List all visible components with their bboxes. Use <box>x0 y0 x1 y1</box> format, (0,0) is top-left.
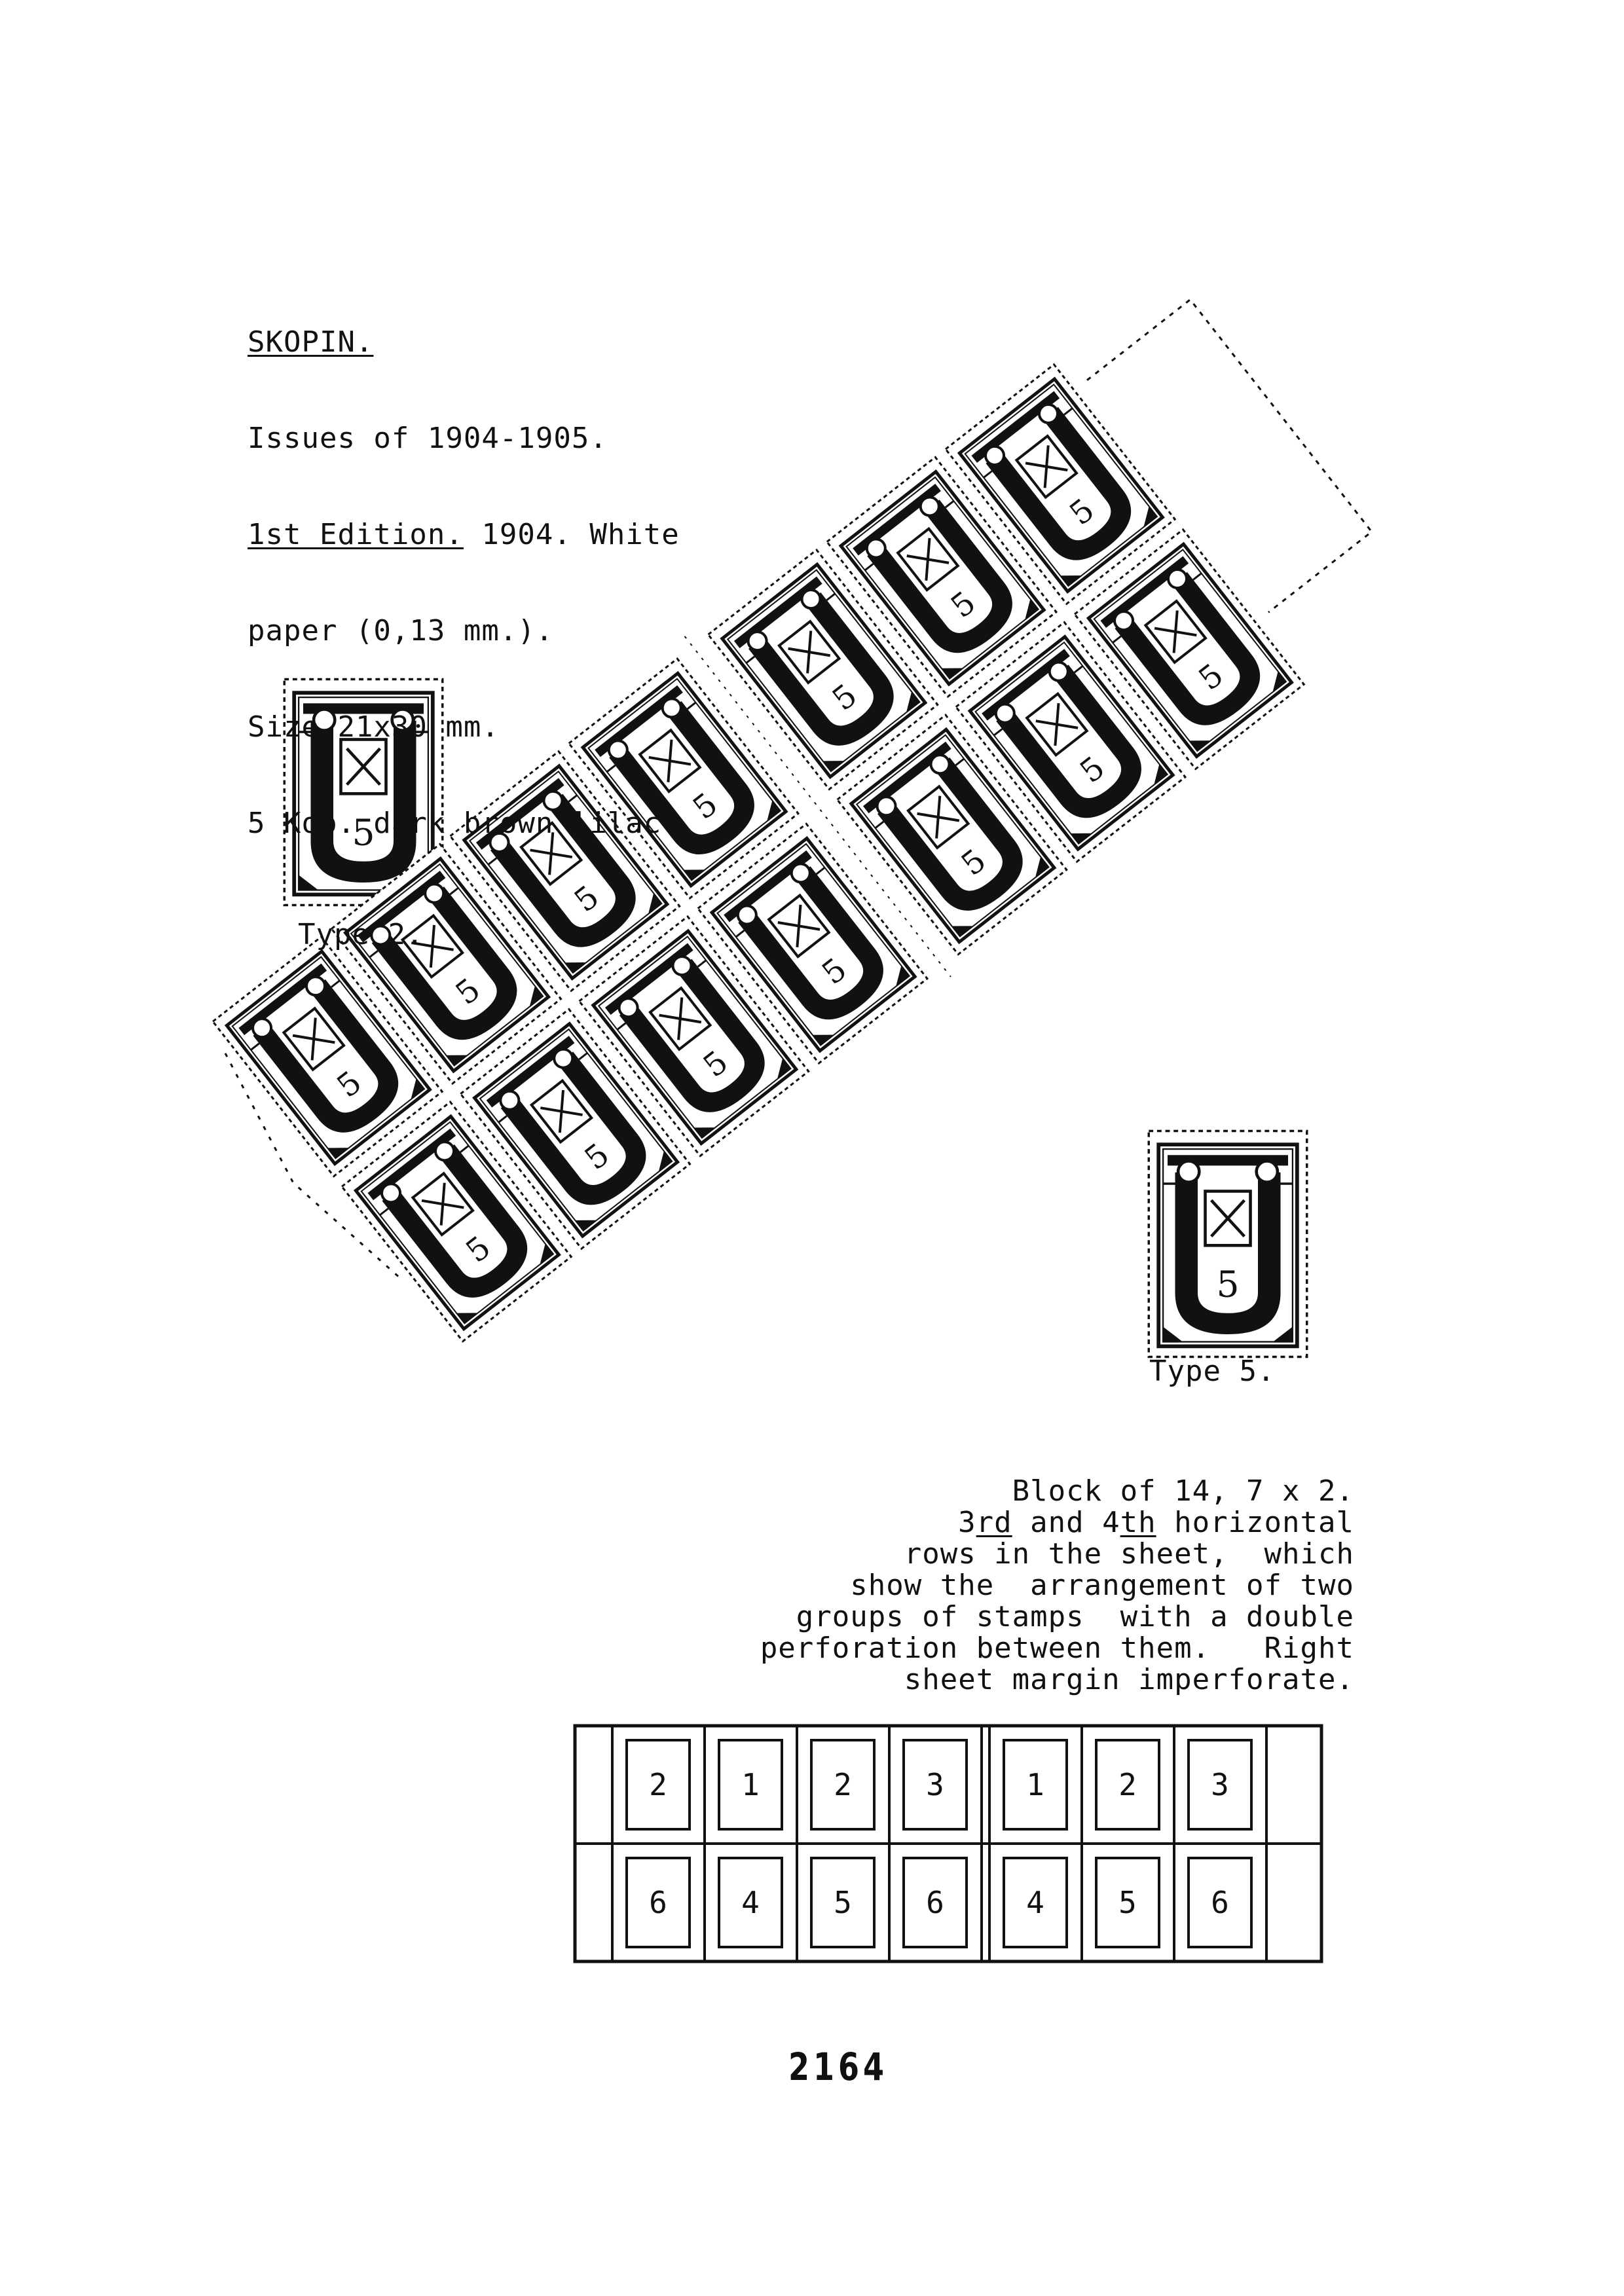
grid-cell-number: 3 <box>926 1767 944 1802</box>
grid-cell-number: 3 <box>1211 1767 1229 1802</box>
grid-cell-box <box>1187 1739 1253 1831</box>
type-2-label: Type 2. <box>298 918 424 951</box>
heading-paper: paper (0,13 mm.). <box>248 614 554 647</box>
heading-edition-line: 1st Edition. 1904. White <box>248 519 680 551</box>
grid-cell-number: 2 <box>834 1767 852 1802</box>
block-margin-outline <box>224 298 1373 1281</box>
heading-edition-label: 1st Edition. <box>248 518 464 551</box>
grid-cell-number: 6 <box>1211 1885 1229 1920</box>
type-5-label: Type 5. <box>1149 1355 1276 1388</box>
grid-cell-box <box>1003 1857 1068 1948</box>
grid-cell-box <box>1003 1739 1068 1831</box>
grid-cell-box <box>1095 1857 1160 1948</box>
heading-edition-rest: 1904. White <box>463 518 680 551</box>
grid-cell-number: 4 <box>1026 1885 1044 1920</box>
description-line-1: Block of 14, 7 x 2. <box>1012 1474 1354 1508</box>
stamp-block-of-14 <box>176 298 1373 1374</box>
grid-cell-number: 5 <box>1118 1885 1137 1920</box>
description-line-2: 3rd and 4th horizontal <box>958 1506 1354 1539</box>
grid-cell-number: 2 <box>1118 1767 1137 1802</box>
arrangement-grid: 2 1 2 3 1 2 3 6 4 5 6 4 5 6 <box>573 1724 1323 1963</box>
grid-cell-box <box>625 1857 691 1948</box>
description-line-3: rows in the sheet, which <box>904 1537 1354 1571</box>
grid-cell-number: 5 <box>834 1885 852 1920</box>
grid-cell-number: 2 <box>649 1767 667 1802</box>
description-block: Block of 14, 7 x 2. 3rd and 4th horizont… <box>589 1474 1354 1696</box>
double-perforation-gap <box>684 636 951 977</box>
grid-cell-box <box>1095 1739 1160 1831</box>
grid-cell-box <box>1187 1857 1253 1948</box>
description-line-6: perforation between them. Right <box>760 1631 1354 1665</box>
heading-block: SKOPIN. Issues of 1904-1905. 1st Edition… <box>248 262 680 871</box>
grid-cell-box <box>718 1739 783 1831</box>
heading-size: Size 21x30 mm. <box>248 710 500 744</box>
page-number: 2164 <box>788 2045 889 2089</box>
grid-cell-box <box>718 1857 783 1948</box>
grid-cell-number: 6 <box>649 1885 667 1920</box>
grid-cell-box <box>625 1739 691 1831</box>
heading-issues: Issues of 1904-1905. <box>248 422 608 455</box>
stamp-type-5 <box>1149 1131 1307 1357</box>
description-line-7: sheet margin imperforate. <box>904 1663 1354 1696</box>
grid-cell-number: 4 <box>741 1885 760 1920</box>
heading-title: SKOPIN. <box>248 325 374 359</box>
grid-cell-box <box>810 1739 876 1831</box>
description-line-5: groups of stamps with a double <box>796 1600 1354 1633</box>
grid-cell-box <box>810 1857 876 1948</box>
description-line-4: show the arrangement of two <box>850 1569 1354 1602</box>
heading-value: 5 Kop. dark brown lilac. <box>248 807 680 840</box>
grid-cell-box <box>902 1857 968 1948</box>
grid-cell-box <box>902 1739 968 1831</box>
grid-cell-number: 1 <box>1026 1767 1044 1802</box>
grid-cell-number: 6 <box>926 1885 944 1920</box>
grid-cells: 2 1 2 3 1 2 3 6 4 5 6 4 5 6 <box>625 1739 1253 1948</box>
grid-cell-number: 1 <box>741 1767 760 1802</box>
